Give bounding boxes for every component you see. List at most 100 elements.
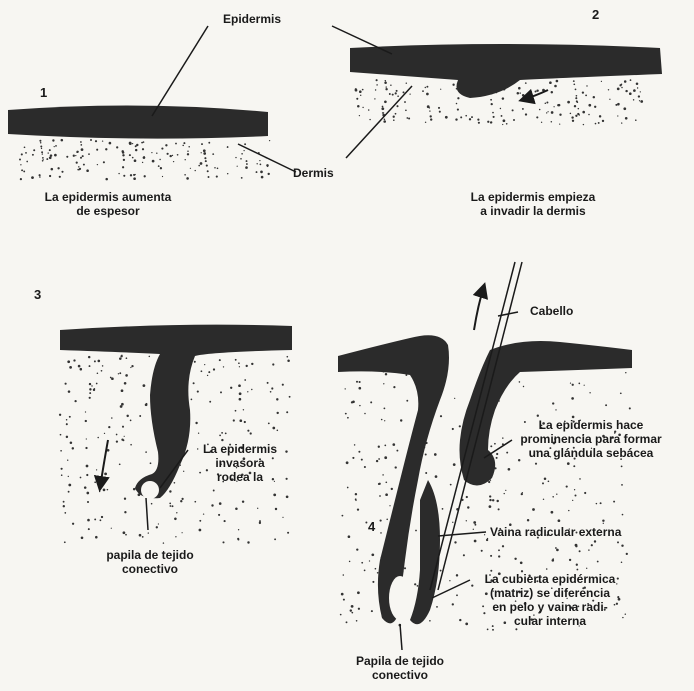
stipple-dot [396, 105, 398, 107]
stipple-dot [73, 359, 75, 361]
stipple-dot [80, 157, 82, 159]
stipple-dot [486, 539, 488, 541]
stipple-dot [122, 166, 124, 168]
stipple-dot [223, 366, 224, 367]
stipple-dot [371, 610, 373, 612]
stipple-dot [89, 392, 91, 394]
stipple-dot [574, 105, 576, 107]
stipple-dot [59, 414, 61, 416]
papilla-stage-3 [141, 481, 159, 499]
matriz-caption-line-2: (matriz) se diferencia [470, 586, 630, 600]
stipple-dot [20, 164, 21, 165]
stipple-dot [551, 91, 553, 93]
stipple-dot [594, 106, 596, 108]
stipple-dot [343, 599, 345, 601]
stipple-dot [351, 401, 353, 403]
stipple-dot [66, 423, 68, 425]
stipple-dot [357, 105, 360, 108]
stipple-dot [371, 553, 374, 556]
stipple-dot [134, 159, 137, 162]
stipple-dot [362, 89, 364, 91]
stipple-dot [598, 122, 600, 124]
stipple-dot [199, 529, 202, 532]
stipple-dot [383, 383, 384, 384]
stipple-dot [217, 167, 219, 169]
stipple-dot [72, 523, 74, 525]
stipple-dot [88, 528, 90, 530]
stipple-dot [552, 496, 554, 498]
stipple-dot [621, 544, 623, 546]
stipple-dot [597, 561, 599, 563]
stipple-dot [567, 101, 570, 104]
stipple-dot [589, 392, 590, 393]
stipple-dot [503, 119, 506, 122]
stipple-dot [32, 154, 34, 156]
stipple-dot [490, 122, 492, 124]
stipple-dot [356, 381, 358, 383]
stipple-dot [602, 519, 604, 521]
stipple-dot [379, 483, 381, 485]
stipple-dot [369, 119, 370, 120]
stipple-dot [282, 517, 283, 518]
stipple-dot [397, 95, 399, 97]
stipple-dot [21, 169, 23, 171]
stipple-dot [359, 405, 360, 406]
stipple-dot [474, 524, 476, 526]
stipple-dot [340, 614, 342, 616]
papila-stage-4-caption: Papila de tejido conectivo [320, 654, 480, 682]
stipple-dot [61, 474, 63, 476]
stipple-dot [130, 367, 131, 368]
stipple-dot [527, 519, 529, 521]
caption-stage-1-line-1: La epidermis aumenta [28, 190, 188, 204]
stipple-dot [537, 415, 539, 417]
stipple-dot [235, 410, 237, 412]
stipple-dot [356, 548, 358, 550]
stipple-dot [453, 463, 456, 466]
stipple-dot [118, 173, 119, 174]
stipple-dot [466, 496, 468, 498]
stipple-dot [395, 113, 397, 115]
stipple-dot [518, 87, 521, 90]
stipple-dot [630, 79, 632, 81]
stipple-dot [361, 459, 363, 461]
stipple-dot [572, 384, 574, 386]
stipple-dot [240, 158, 242, 160]
stipple-dot [87, 519, 90, 522]
stipple-dot [133, 488, 136, 491]
stipple-dot [579, 114, 580, 115]
stipple-dot [368, 109, 370, 111]
stipple-dot [386, 519, 388, 521]
stipple-dot [225, 432, 227, 434]
stipple-dot [575, 545, 577, 547]
stipple-dot [392, 94, 394, 96]
stipple-dot [276, 398, 278, 400]
stipple-dot [181, 498, 183, 500]
stipple-dot [208, 142, 210, 144]
stipple-dot [33, 149, 35, 151]
stipple-dot [364, 413, 366, 415]
stipple-dot [207, 170, 209, 172]
stipple-dot [219, 359, 221, 361]
stipple-dot [457, 97, 459, 99]
stipple-dot [145, 451, 147, 453]
stipple-dot [551, 511, 554, 514]
stipple-dot [25, 152, 27, 154]
stipple-dot [216, 176, 218, 178]
stipple-dot [393, 116, 395, 118]
stipple-dot [239, 392, 242, 395]
stipple-dot [124, 511, 126, 513]
stipple-dot [404, 101, 406, 103]
stipple-dot [98, 360, 101, 363]
stipple-dot [108, 426, 110, 428]
stipple-dot [116, 434, 118, 436]
stipple-dot [221, 439, 223, 441]
stipple-dot [50, 154, 53, 157]
stipple-dot [149, 356, 151, 358]
stipple-dot [425, 453, 427, 455]
stipple-dot [546, 112, 547, 113]
stipple-dot [364, 570, 366, 572]
stipple-dot [272, 363, 274, 365]
stipple-dot [342, 515, 344, 517]
stipple-dot [86, 438, 87, 439]
